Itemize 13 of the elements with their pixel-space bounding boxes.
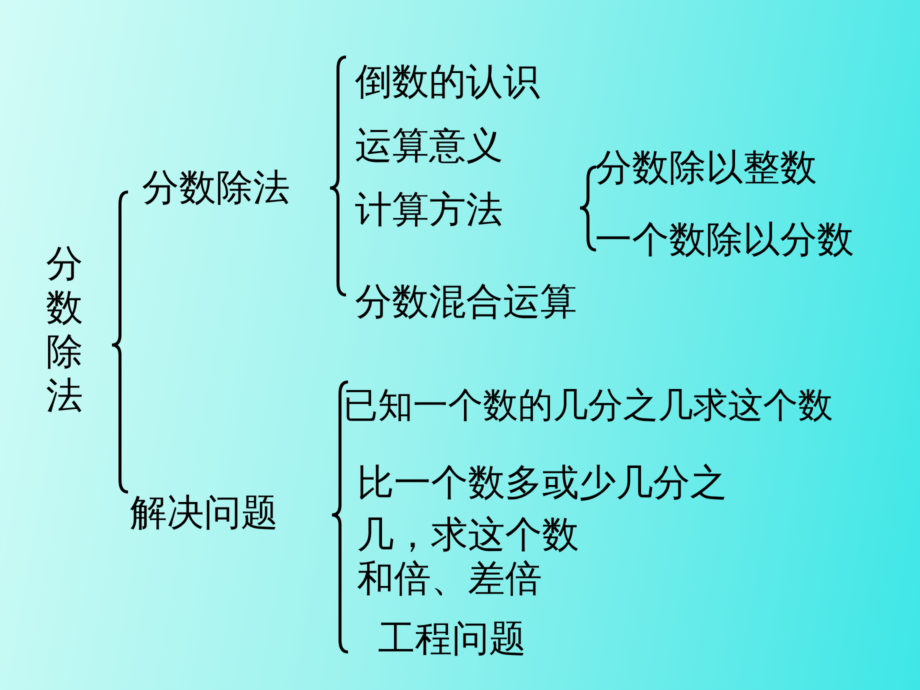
topic-label: 比一个数多或少几分之几，求这个数 (357, 460, 728, 558)
topic-label: 倒数的认识 (355, 60, 540, 104)
topic-label: 解决问题 (130, 490, 278, 536)
topic-label: 一个数除以分数 (595, 218, 854, 262)
topic-label: 分数除以整数 (595, 146, 817, 190)
vertical-label: 分数除法 (46, 242, 84, 418)
topic-label: 工程问题 (378, 617, 526, 661)
topic-label: 分数混合运算 (355, 280, 577, 324)
topic-label: 已知一个数的几分之几求这个数 (343, 385, 833, 428)
topic-label: 和倍、差倍 (357, 557, 542, 601)
topic-label: 计算方法 (355, 188, 503, 232)
topic-label: 运算意义 (355, 124, 503, 168)
topic-label: 分数除法 (142, 166, 290, 210)
